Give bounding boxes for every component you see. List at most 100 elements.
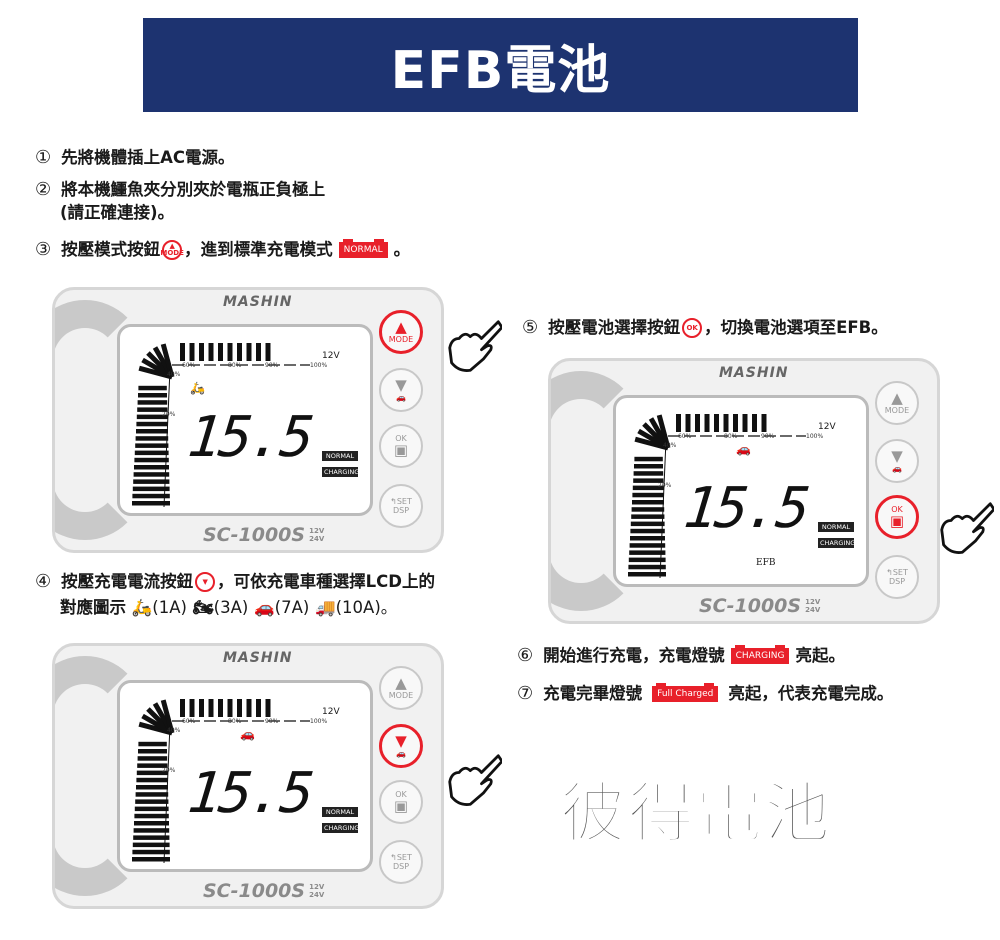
- lcd-screen: 12V 60% 80% 90% 100% 40% 20% 🚗 15.5 NORM…: [613, 395, 869, 587]
- gauge-segment: [138, 741, 167, 747]
- down-button-icon: ▼: [195, 572, 216, 592]
- current-3a: (3A): [213, 598, 249, 617]
- step-number: ①: [35, 147, 52, 168]
- gauge-segment: [628, 572, 666, 577]
- brand-logo: MASHIN: [719, 365, 789, 381]
- step-number: ④: [35, 571, 52, 592]
- gauge-segment: [137, 400, 168, 405]
- battery-gauge: [132, 699, 310, 864]
- step-text: 先將機體插上AC電源。: [61, 148, 235, 167]
- gauge-segment: [136, 414, 168, 420]
- gauge-segment: [733, 414, 738, 432]
- voltage-reading: 15.5: [184, 405, 315, 470]
- step-4-line2: 對應圖示 🛵(1A) 🏍(3A) 🚗(7A) 🚚(10A)。: [60, 596, 397, 620]
- car-icon: 🚗: [396, 393, 406, 402]
- gauge-segment: [265, 343, 271, 361]
- gauge-segment: [134, 813, 169, 819]
- charging-indicator: CHARGING: [322, 823, 360, 833]
- battery-icon: ▣: [889, 512, 905, 530]
- gauge-segment: [714, 414, 719, 432]
- step-text: 按壓電池選擇按鈕: [548, 318, 681, 337]
- down-button[interactable]: ▼🚗: [875, 439, 919, 483]
- step-text: 亮起，代表充電完成。: [728, 684, 894, 703]
- gauge-segment: [631, 514, 665, 519]
- pct-90: 90%: [265, 362, 279, 369]
- gauge-segment: [137, 756, 168, 761]
- step-text: 將本機鱷魚夾分別夾於電瓶正負極上: [61, 180, 326, 199]
- voltage-reading: 15.5: [184, 761, 315, 826]
- gauge-segment: [237, 699, 242, 717]
- gauge-segment: [630, 521, 665, 527]
- gauge-segment: [134, 806, 169, 812]
- gauge-segment: [134, 465, 169, 470]
- charger-device-mode: MASHIN 12V 60% 80% 90% 100% 40% 20% 🛵 15…: [52, 287, 444, 553]
- gauge-segment: [189, 699, 195, 717]
- gauge-segment: [629, 550, 666, 555]
- gauge-segment: [132, 849, 170, 855]
- step-text: 亮起。: [795, 646, 845, 665]
- gauge-segment: [133, 479, 170, 484]
- gauge-segment: [134, 457, 169, 463]
- step-text: 對應圖示: [60, 598, 126, 617]
- pointing-hand-icon: [448, 754, 502, 806]
- down-button[interactable]: ▼🚗: [379, 368, 423, 412]
- mode-button[interactable]: ▲MODE: [379, 666, 423, 710]
- gauge-segment: [695, 414, 700, 432]
- mode-button[interactable]: ▲MODE: [875, 381, 919, 425]
- gauge-segment: [218, 699, 223, 717]
- gauge-segment: [631, 507, 665, 512]
- current-1a: (1A): [152, 598, 187, 617]
- step-text: 開始進行充電，充電燈號: [543, 646, 725, 665]
- page-title: EFB電池: [390, 40, 611, 101]
- step-text: ，切換電池選項至EFB。: [704, 318, 888, 337]
- pct-60: 60%: [182, 718, 196, 725]
- gauge-segment: [132, 857, 170, 862]
- scooter-icon: 🛵: [131, 598, 153, 617]
- gauge-segment: [265, 699, 271, 717]
- title-banner: EFB電池: [143, 18, 858, 112]
- gauge-segment: [634, 456, 663, 462]
- ok-button[interactable]: OK▣: [379, 780, 423, 824]
- pct-60: 60%: [678, 433, 692, 440]
- ok-button[interactable]: OK▣: [379, 424, 423, 468]
- pct-80: 80%: [228, 718, 242, 725]
- vehicle-icon: 🛵: [190, 381, 205, 395]
- gauge-segment: [135, 443, 169, 448]
- gauge-segment: [632, 485, 664, 491]
- gauge-segment: [246, 699, 252, 717]
- current-7a: (7A): [274, 598, 310, 617]
- gauge-segment: [246, 343, 252, 361]
- gauge-segment: [208, 699, 214, 717]
- gauge-segment: [133, 472, 170, 477]
- pct-20: 20%: [162, 411, 176, 418]
- ok-button-icon: OK: [682, 318, 703, 338]
- mode-button[interactable]: ▲MODE: [379, 310, 423, 354]
- pct-100: 100%: [806, 433, 824, 440]
- down-button[interactable]: ▼🚗: [379, 724, 423, 768]
- battery-gauge: [628, 414, 806, 579]
- pct-100: 100%: [310, 718, 328, 725]
- set-label: ↰SET: [390, 497, 412, 506]
- step-text: ，可依充電車種選擇LCD上的: [217, 572, 435, 591]
- step-number: ③: [35, 239, 52, 260]
- vehicle-icon: 🚗: [736, 442, 751, 456]
- charger-device-ok: MASHIN 12V 60% 80% 90% 100% 40% 20% 🚗 15…: [548, 358, 940, 624]
- pct-40: 40%: [167, 727, 181, 734]
- charger-device-down: MASHIN 12V 60% 80% 90% 100% 40% 20% 🚗 15…: [52, 643, 444, 909]
- gauge-segment: [704, 414, 710, 432]
- gauge-segment: [133, 828, 170, 833]
- gauge-segment: [136, 777, 168, 783]
- gauge-segment: [676, 414, 681, 432]
- ok-button[interactable]: OK▣: [875, 495, 919, 539]
- gauge-segment: [136, 421, 168, 427]
- step-text: 充電完畢燈號: [543, 684, 643, 703]
- pct-20: 20%: [162, 767, 176, 774]
